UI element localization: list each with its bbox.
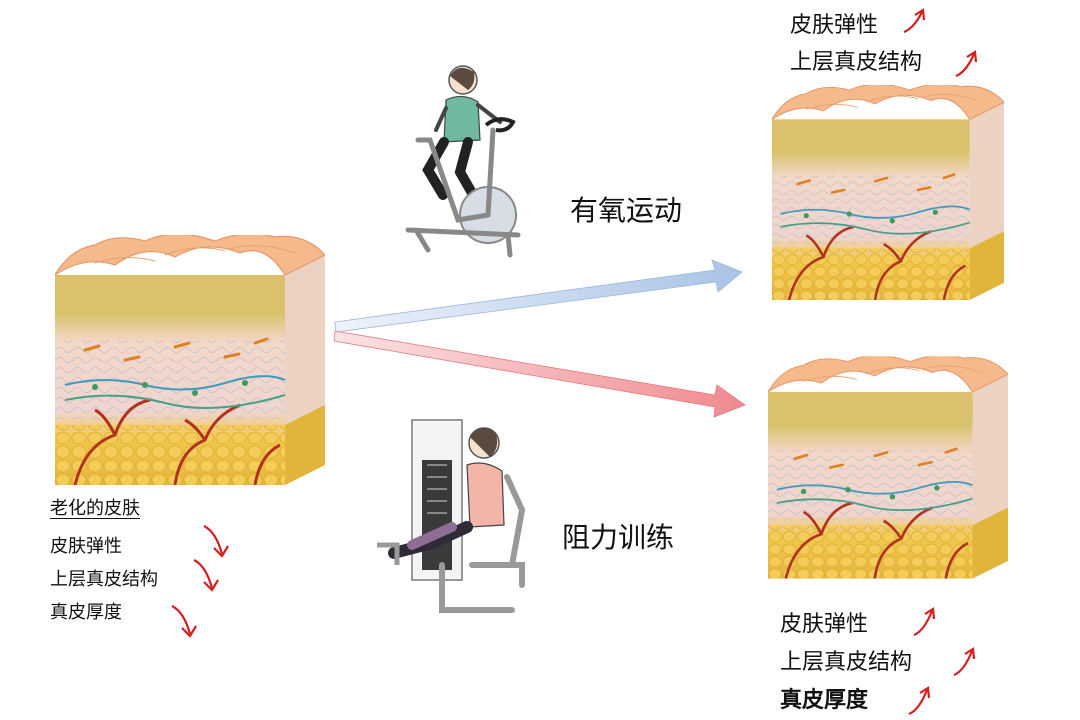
- aged-down-arrow-2: [193, 559, 219, 592]
- resistance-item-dermal-thickness: 真皮厚度: [780, 688, 869, 713]
- resistance-item-elasticity: 皮肤弹性: [780, 612, 869, 637]
- aged-skin-block: [55, 235, 325, 485]
- resistance-skin-block: [768, 340, 1008, 595]
- top-right-up-arrow-1: [903, 8, 926, 34]
- aged-skin-title: 老化的皮肤: [50, 498, 140, 519]
- stationary-bike-person-illustration: [405, 65, 521, 258]
- aged-skin-item-dermal-thickness: 真皮厚度: [50, 602, 122, 623]
- resistance-item-dermal-structure: 上层真皮结构: [780, 650, 913, 675]
- aged-skin-item-dermal-structure: 上层真皮结构: [50, 569, 158, 590]
- aged-down-arrow-1: [203, 525, 229, 558]
- aged-down-arrow-3: [171, 605, 197, 638]
- aged-skin-item-elasticity: 皮肤弹性: [50, 536, 122, 557]
- aerobic-arrow: [334, 259, 743, 333]
- top-right-label-dermal-structure: 上层真皮结构: [790, 50, 923, 75]
- resistance-up-arrow-1: [913, 607, 936, 637]
- resistance-up-arrow-3: [908, 686, 931, 716]
- aerobic-skin-block: [768, 85, 1008, 300]
- resistance-training-label: 阻力训练: [562, 521, 675, 554]
- resistance-up-arrow-2: [953, 647, 976, 677]
- top-right-label-elasticity: 皮肤弹性: [790, 13, 879, 38]
- resistance-arrow: [333, 330, 746, 418]
- leg-press-person-illustration: [377, 419, 526, 613]
- aerobic-exercise-label: 有氧运动: [570, 194, 683, 227]
- top-right-up-arrow-2: [955, 50, 978, 78]
